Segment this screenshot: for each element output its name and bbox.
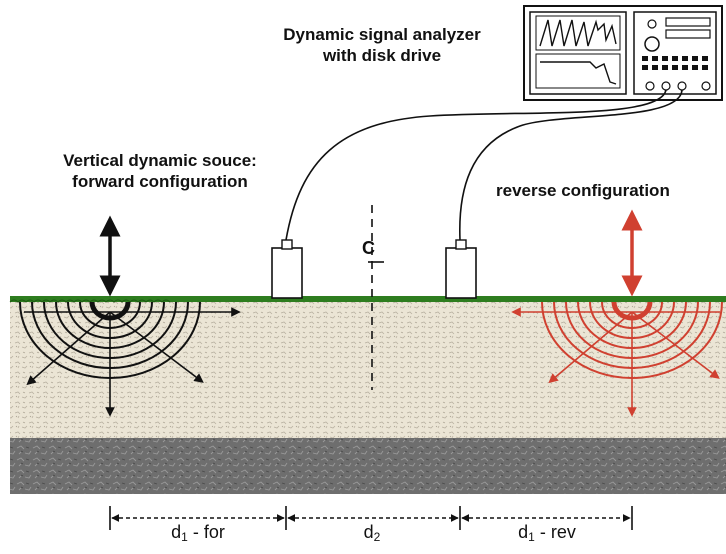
dim-d1-rev-base: d — [518, 522, 529, 542]
receiver-2 — [445, 239, 477, 299]
soil-layer-top — [10, 300, 726, 438]
signal-analyzer — [523, 5, 723, 101]
analyzer-label-line1: Dynamic signal analyzer — [283, 25, 481, 44]
dim-d1-for-sub: 1 — [181, 530, 188, 544]
forward-source — [19, 215, 241, 417]
reverse-label: reverse configuration — [496, 181, 670, 200]
dim-label-d1-for: d1 - for — [118, 522, 278, 544]
receiver-1 — [271, 239, 303, 299]
analyzer-screen-bottom — [535, 53, 621, 89]
soil-layer-bottom — [10, 438, 726, 494]
dim-d1-for-suffix: - for — [187, 522, 225, 542]
cable-receiver-2 — [458, 89, 683, 241]
dim-d1-rev-sub: 1 — [528, 530, 535, 544]
forward-label-line2: forward configuration — [72, 172, 248, 191]
analyzer-knob — [644, 36, 660, 52]
dim-d1-for-base: d — [171, 522, 182, 542]
dim-label-d1-rev: d1 - rev — [462, 522, 632, 544]
analyzer-waveform — [539, 19, 617, 47]
dim-d2-sub: 2 — [373, 530, 381, 544]
dim-d1-rev-suffix: - rev — [534, 522, 576, 542]
analyzer-spectrum — [540, 61, 617, 85]
dim-label-d2: d2 — [284, 522, 460, 544]
dimension-lines — [109, 506, 633, 530]
analyzer-keypad — [642, 56, 708, 70]
cable-receiver-1 — [285, 89, 667, 241]
centerline-label: C — [362, 238, 375, 258]
forward-label: Vertical dynamic souce: forward configur… — [10, 150, 310, 192]
analyzer-label-line2: with disk drive — [322, 46, 442, 65]
analyzer-label: Dynamic signal analyzer with disk drive — [232, 24, 532, 66]
reverse-source — [511, 209, 723, 417]
dim-d2-base: d — [363, 522, 374, 542]
grass-line — [10, 296, 726, 302]
forward-label-line1: Vertical dynamic souce: — [63, 151, 257, 170]
